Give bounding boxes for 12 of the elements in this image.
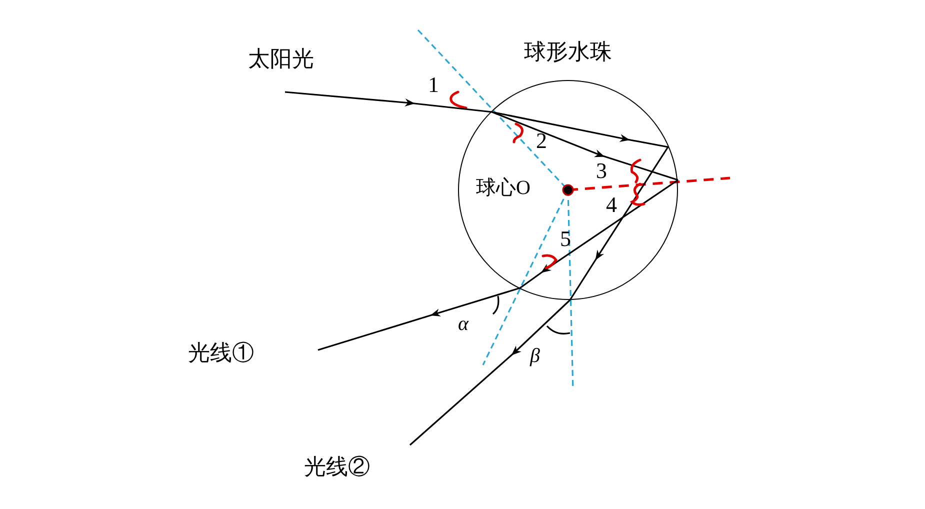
angle-label: 1 <box>428 74 439 96</box>
angle-label: β <box>530 346 540 366</box>
angle-label: 3 <box>596 160 607 182</box>
ray-label: 光线① <box>188 342 254 364</box>
angle-label: 5 <box>560 228 571 250</box>
ray-label: 太阳光 <box>248 48 314 70</box>
ray-label: 光线② <box>304 456 370 478</box>
angle-label: 2 <box>536 130 547 152</box>
angle-label: α <box>458 314 468 334</box>
angle-label: 4 <box>606 194 617 216</box>
droplet-title: 球形水珠 <box>524 38 612 66</box>
center-label: 球心O <box>476 178 530 198</box>
